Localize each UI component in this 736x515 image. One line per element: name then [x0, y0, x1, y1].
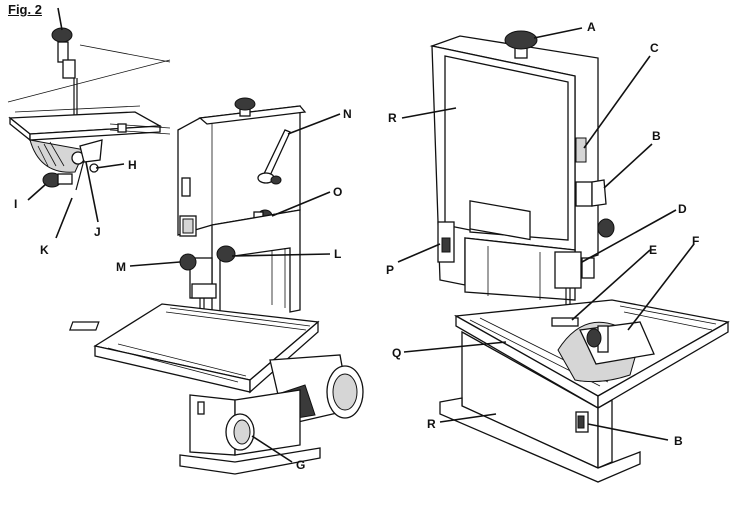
callout-h: H [128, 158, 137, 172]
guide-adjust-knob-icon [180, 254, 196, 270]
callout-g: G [296, 458, 305, 472]
callout-j: J [94, 225, 101, 239]
callout-p: P [386, 263, 394, 277]
callout-r-upper: R [388, 111, 397, 125]
inset-knob-icon [52, 28, 72, 42]
callout-a: A [587, 20, 596, 34]
callout-q: Q [392, 346, 401, 360]
guide-post-lock-knob-icon [217, 246, 235, 262]
callout-k: K [40, 243, 49, 257]
upper-guide-knob-icon [598, 219, 614, 237]
callout-i: I [14, 197, 17, 211]
callout-l: L [334, 247, 341, 261]
callout-r-lower: R [427, 417, 436, 431]
callout-b-upper: B [652, 129, 661, 143]
callout-m: M [116, 260, 126, 274]
callout-b-lower: B [674, 434, 683, 448]
inset-detail [8, 28, 170, 190]
left-tension-knob-icon [235, 98, 255, 110]
callout-e: E [649, 243, 657, 257]
dust-port-icon [234, 420, 250, 444]
blade-tension-knob-icon [505, 31, 537, 49]
miter-lock-knob-icon [587, 329, 601, 347]
tension-window-icon [576, 138, 586, 162]
callout-n: N [343, 107, 352, 121]
callout-o: O [333, 185, 342, 199]
callout-f: F [692, 234, 699, 248]
callout-d: D [678, 202, 687, 216]
left-saw [70, 98, 363, 474]
callout-c: C [650, 41, 659, 55]
